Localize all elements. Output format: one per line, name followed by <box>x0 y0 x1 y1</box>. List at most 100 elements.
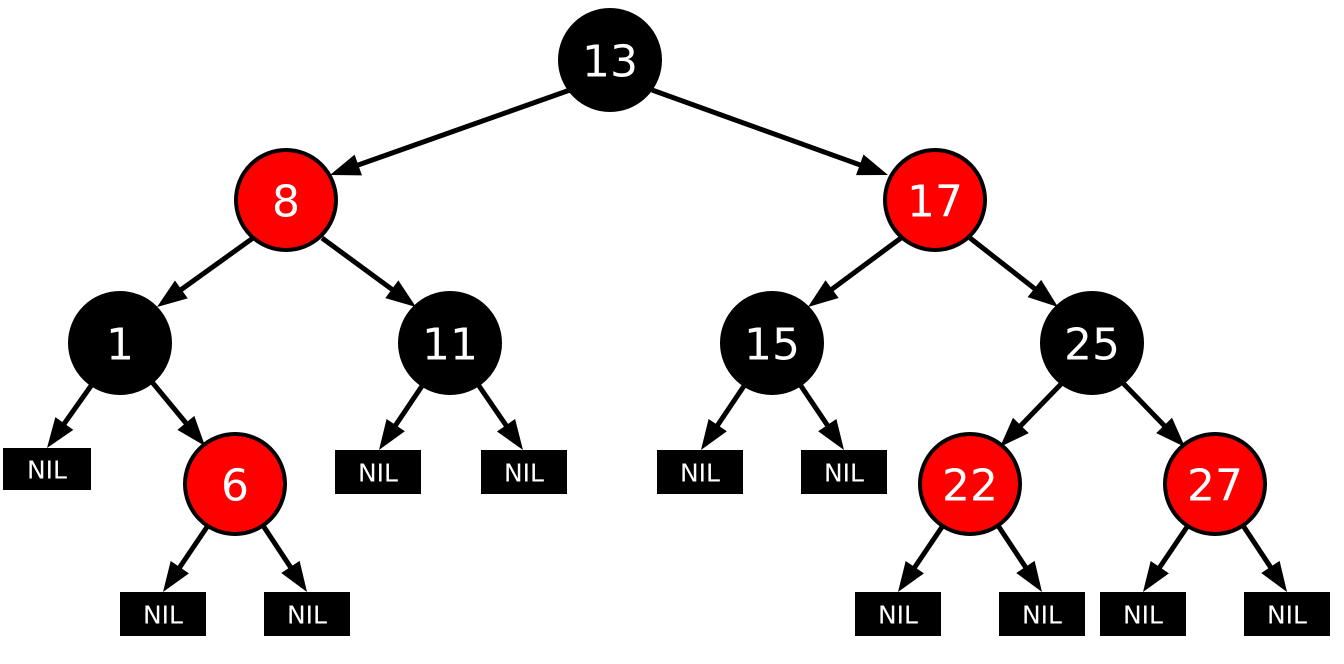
tree-edge <box>474 381 523 450</box>
tree-edge <box>994 522 1042 592</box>
tree-edge <box>898 522 947 592</box>
node-circle-red <box>918 432 1022 536</box>
nil-leaf[interactable]: NIL <box>1100 592 1186 636</box>
edge-line <box>713 381 749 430</box>
node-circle-black <box>398 291 502 395</box>
nil-leaf-label: NIL <box>504 459 544 488</box>
edge-arrowhead-icon <box>1027 279 1058 307</box>
edge-line <box>259 522 295 572</box>
nil-leaf[interactable]: NIL <box>801 450 887 494</box>
nil-leaf[interactable]: NIL <box>657 450 743 494</box>
nil-leaf-label: NIL <box>1123 601 1163 630</box>
tree-node-22[interactable]: 22 <box>918 432 1022 536</box>
nil-leaf[interactable]: NIL <box>481 450 567 494</box>
tree-node-13[interactable]: 13 <box>558 8 662 112</box>
node-label: 15 <box>744 320 800 371</box>
tree-edge <box>968 236 1058 307</box>
tree-node-25[interactable]: 25 <box>1040 291 1144 395</box>
nil-leaf-box <box>335 450 421 494</box>
nil-leaf[interactable]: NIL <box>1244 592 1330 636</box>
edge-line <box>150 380 191 428</box>
tree-node-15[interactable]: 15 <box>720 291 824 395</box>
nil-leaf-box <box>481 450 567 494</box>
tree-edge <box>163 522 212 592</box>
nil-leaf-label: NIL <box>1267 601 1307 630</box>
node-label: 25 <box>1064 320 1120 371</box>
tree-edge <box>150 380 205 446</box>
nil-leaf-box <box>999 592 1085 636</box>
tree-node-11[interactable]: 11 <box>398 291 502 395</box>
tree-edge <box>1239 522 1287 592</box>
edge-line <box>651 87 865 169</box>
tree-edge <box>330 87 571 176</box>
edge-arrowhead-icon <box>163 560 189 592</box>
nil-leaves-layer: NIL NIL NIL NIL NIL NIL NIL NIL NIL NIL NIL <box>3 448 1330 636</box>
tree-edge <box>47 381 96 448</box>
nil-leaf[interactable]: NIL <box>120 592 206 636</box>
node-label: 11 <box>422 320 478 371</box>
node-circle-red <box>234 148 338 252</box>
edge-line <box>1120 380 1169 431</box>
edge-arrowhead-icon <box>1000 417 1029 447</box>
tree-node-6[interactable]: 6 <box>183 432 287 536</box>
edge-arrowhead-icon <box>1143 560 1169 592</box>
edge-line <box>796 381 832 430</box>
tree-node-17[interactable]: 17 <box>883 148 987 252</box>
node-circle-red <box>883 148 987 252</box>
edge-arrowhead-icon <box>330 154 362 176</box>
tree-edge <box>796 381 844 450</box>
node-label: 27 <box>1187 461 1243 512</box>
edge-line <box>176 235 255 294</box>
edge-arrowhead-icon <box>177 415 205 446</box>
nil-leaf-box <box>855 592 941 636</box>
node-label: 8 <box>272 177 300 228</box>
edge-line <box>1016 380 1065 431</box>
edge-line <box>968 236 1040 293</box>
edges-layer <box>47 87 1287 592</box>
tree-node-27[interactable]: 27 <box>1163 432 1267 536</box>
tree-edge <box>701 381 749 450</box>
edge-line <box>474 381 511 430</box>
tree-edge <box>651 87 888 176</box>
edge-arrowhead-icon <box>496 419 523 450</box>
nil-leaf-label: NIL <box>358 459 398 488</box>
node-circle-black <box>68 291 172 395</box>
nil-leaf[interactable]: NIL <box>3 448 91 490</box>
nil-leaf[interactable]: NIL <box>855 592 941 636</box>
edge-arrowhead-icon <box>1261 560 1287 592</box>
nil-leaf-box <box>657 450 743 494</box>
node-label: 13 <box>582 37 638 88</box>
nil-leaf-box <box>120 592 206 636</box>
node-circle-black <box>720 291 824 395</box>
nil-leaf-label: NIL <box>824 459 864 488</box>
nil-leaf-box <box>801 450 887 494</box>
edge-arrowhead-icon <box>1156 417 1185 447</box>
edge-arrowhead-icon <box>701 418 727 450</box>
nil-leaf-label: NIL <box>287 601 327 630</box>
edge-arrowhead-icon <box>898 560 924 592</box>
node-circle-black <box>558 8 662 112</box>
nil-leaf[interactable]: NIL <box>335 450 421 494</box>
nil-leaf-label: NIL <box>878 601 918 630</box>
tree-edge <box>1120 380 1185 447</box>
nil-leaf[interactable]: NIL <box>999 592 1085 636</box>
tree-node-8[interactable]: 8 <box>234 148 338 252</box>
edge-line <box>994 522 1030 572</box>
node-circle-black <box>1040 291 1144 395</box>
edge-line <box>175 522 212 572</box>
edge-arrowhead-icon <box>385 280 416 307</box>
nil-leaf-box <box>1100 592 1186 636</box>
nil-leaf-box <box>264 592 350 636</box>
node-label: 1 <box>106 320 134 371</box>
node-label: 22 <box>942 461 998 512</box>
tree-edge <box>379 381 427 450</box>
tree-node-1[interactable]: 1 <box>68 291 172 395</box>
tree-edge <box>320 235 416 307</box>
tree-edge <box>157 235 255 307</box>
nil-leaf[interactable]: NIL <box>264 592 350 636</box>
nil-leaf-box <box>3 448 91 490</box>
edge-arrowhead-icon <box>856 154 888 176</box>
edge-arrowhead-icon <box>1016 560 1042 592</box>
